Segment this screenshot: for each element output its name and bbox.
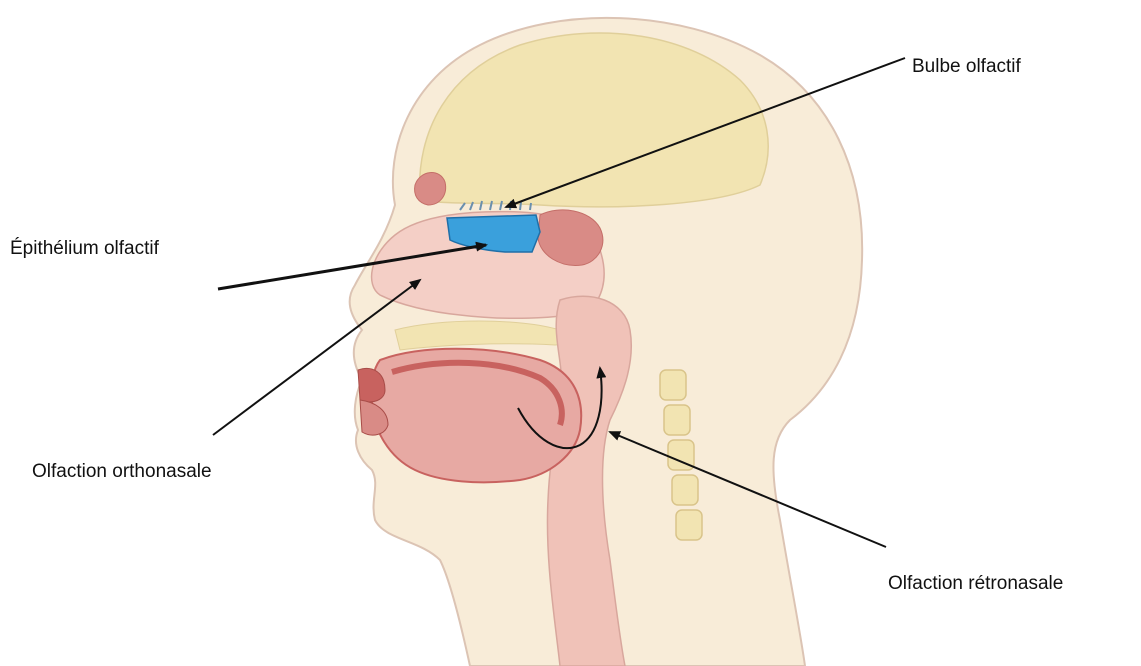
label-olfaction-orthonasale: Olfaction orthonasale [32,462,212,481]
label-bulbe-olfactif: Bulbe olfactif [912,57,1021,76]
label-epithelium-olfactif: Épithélium olfactif [10,239,159,258]
label-olfaction-retronasale: Olfaction rétronasale [888,574,1063,593]
frontal-sinus [415,173,446,205]
